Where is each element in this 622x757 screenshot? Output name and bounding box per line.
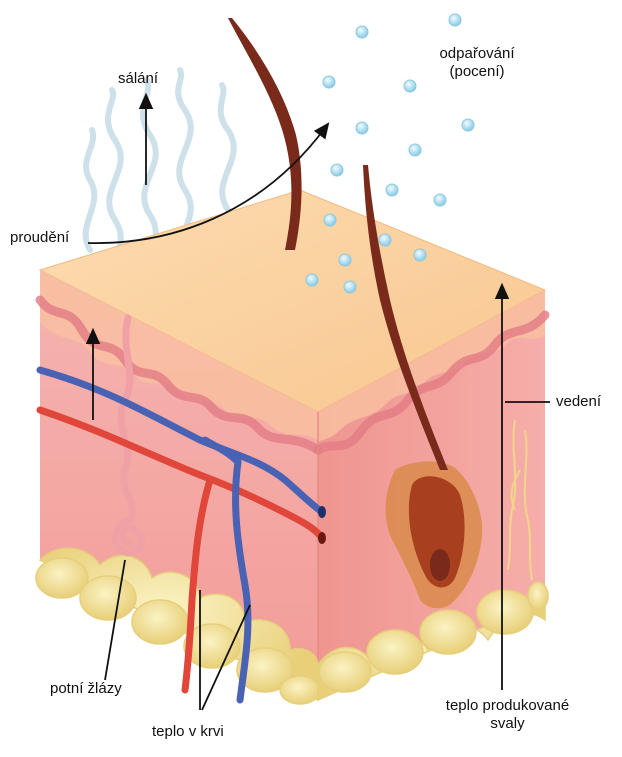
label-sweat-glands: potní žlázy — [50, 680, 122, 698]
label-muscle-heat-line2: svaly — [420, 715, 595, 733]
label-evaporation-line2: (pocení) — [427, 63, 527, 81]
label-radiation: sálání — [118, 70, 158, 88]
label-evaporation: odpařování (pocení) — [427, 45, 527, 81]
label-conduction: vedení — [556, 393, 601, 411]
label-muscle-heat: teplo produkované svaly — [420, 697, 595, 733]
label-muscle-heat-line1: teplo produkované — [420, 697, 595, 715]
label-evaporation-line1: odpařování — [427, 45, 527, 63]
label-blood-heat: teplo v krvi — [152, 723, 224, 741]
label-convection: proudění — [10, 229, 69, 247]
